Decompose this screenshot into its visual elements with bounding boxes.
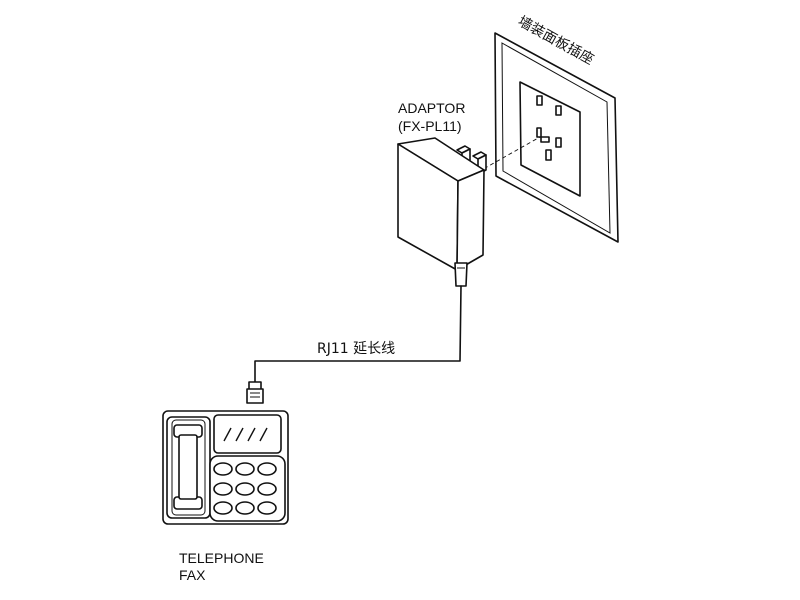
telephone-fax-device [162, 410, 289, 525]
alignment-dashed-line [477, 136, 541, 173]
device-label-fax: FAX [179, 567, 206, 583]
adaptor-name-label: ADAPTOR [398, 100, 465, 116]
wall-socket-plate [494, 32, 619, 243]
handset-icon [173, 424, 203, 510]
cable-label: RJ11 延长线 [317, 341, 395, 357]
keypad-keys [213, 462, 277, 515]
adaptor [397, 137, 487, 287]
device-label-telephone: TELEPHONE [179, 550, 264, 566]
rj11-cable [254, 285, 462, 384]
display-marks [223, 427, 268, 442]
rj11-plug [246, 381, 264, 404]
display-window [213, 414, 282, 454]
adaptor-model-label: (FX-PL11) [398, 118, 462, 134]
socket-slots [536, 95, 562, 161]
